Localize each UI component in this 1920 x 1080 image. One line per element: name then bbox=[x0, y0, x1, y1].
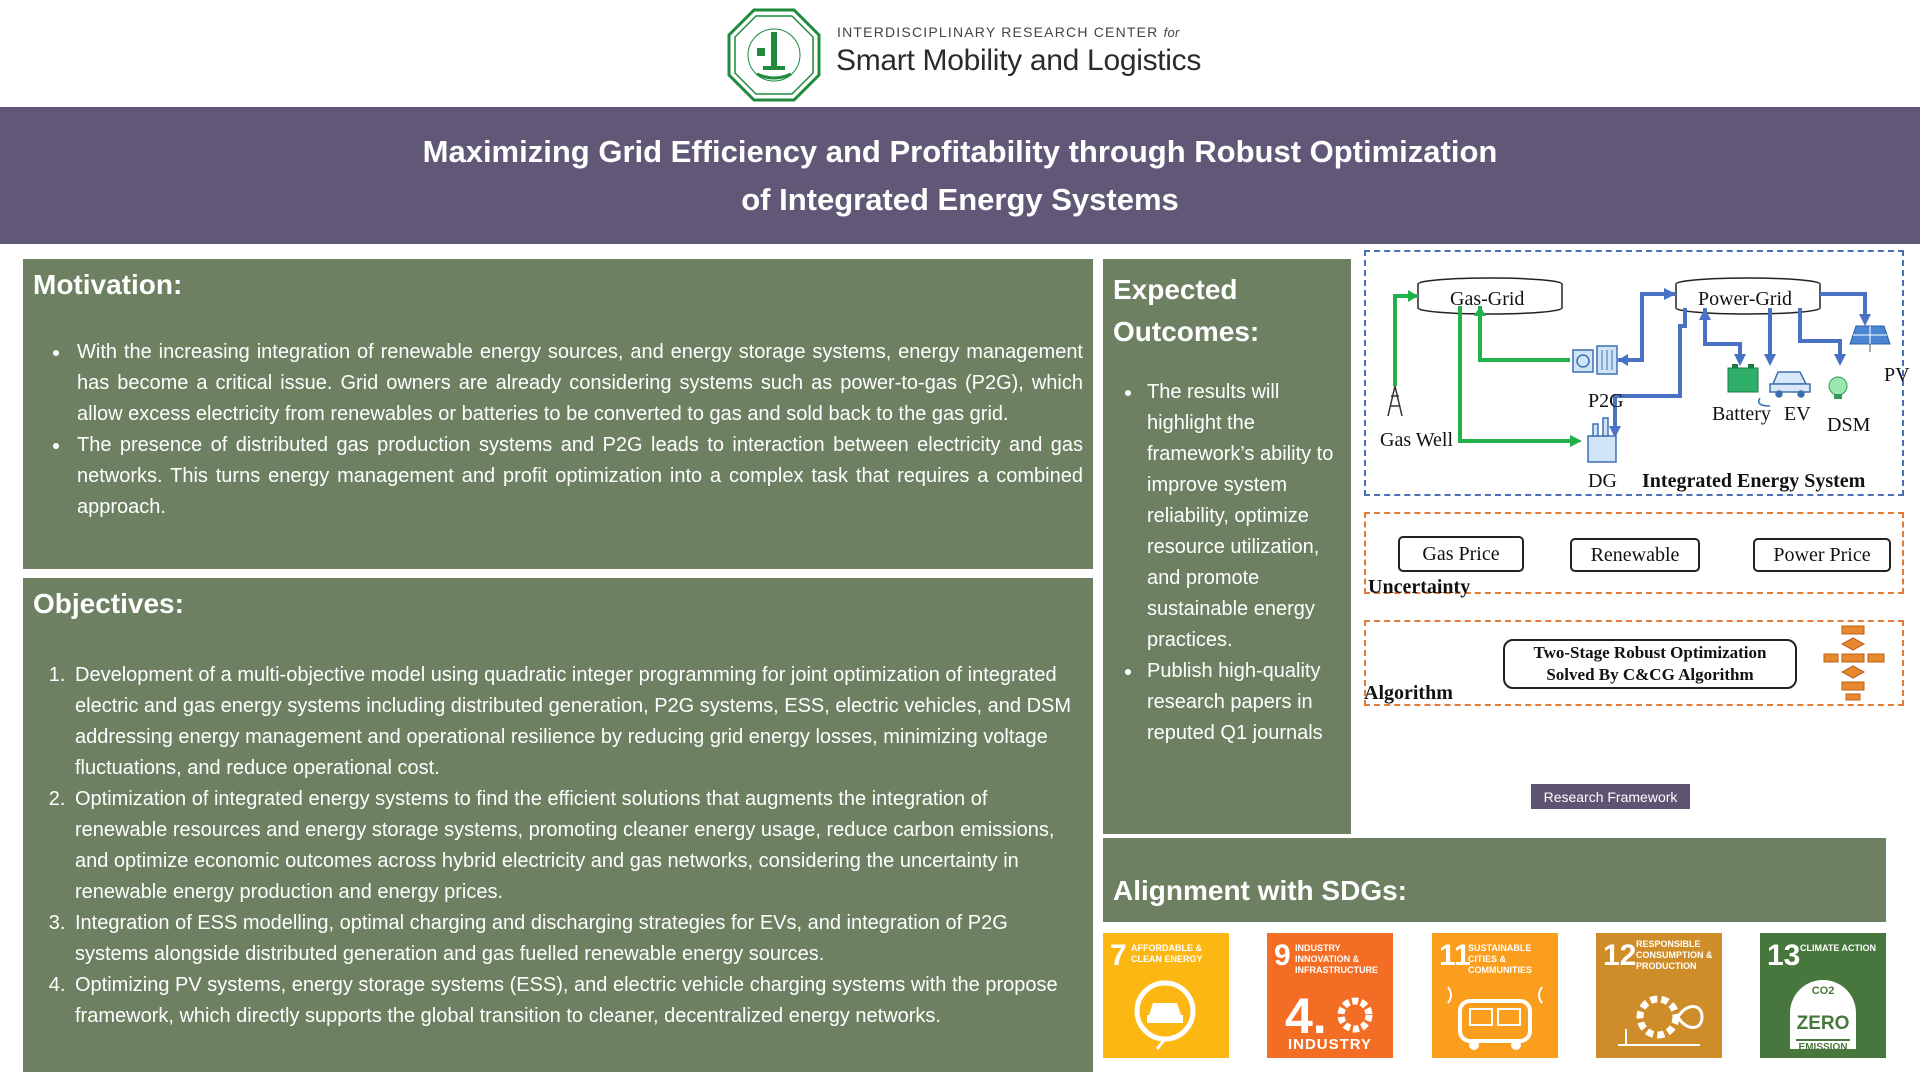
emission-label: EMISSION bbox=[1798, 1042, 1848, 1053]
sdg-tile-12: 12 RESPONSIBLE CONSUMPTION & PRODUCTION bbox=[1596, 933, 1722, 1058]
flowchart-icon bbox=[1823, 625, 1885, 701]
algorithm-box bbox=[1364, 620, 1904, 706]
ies-flows bbox=[1387, 277, 1891, 463]
research-framework-diagram: Gas-Grid Power-Grid Gas Well P2G DG Batt… bbox=[1360, 246, 1910, 806]
pv-panel-icon bbox=[1849, 325, 1891, 352]
co2-label: CO2 bbox=[1811, 985, 1835, 997]
uncertainty-box bbox=[1364, 512, 1904, 594]
gas-well-label: Gas Well bbox=[1380, 429, 1454, 451]
pv-label: PV bbox=[1884, 364, 1910, 386]
ev-label: EV bbox=[1784, 403, 1811, 425]
sdg-tile-9: 9 INDUSTRY INNOVATION & INFRASTRUCTURE 4… bbox=[1267, 933, 1393, 1058]
list-item: The presence of distributed gas producti… bbox=[71, 430, 1083, 523]
industry-4-icon: 4. bbox=[1285, 988, 1373, 1044]
list-item: Integration of ESS modelling, optimal ch… bbox=[71, 908, 1083, 970]
objectives-list: Development of a multi-objective model u… bbox=[71, 660, 1083, 1032]
motivation-list: With the increasing integration of renew… bbox=[71, 337, 1083, 523]
battery-icon bbox=[1727, 364, 1759, 393]
list-item: Publish high-quality research papers in … bbox=[1143, 656, 1341, 749]
sdg-tile-11: 11 SUSTAINABLE CITIES & COMMUNITIES bbox=[1432, 933, 1558, 1058]
industry-label: INDUSTRY bbox=[1287, 1036, 1373, 1053]
dsm-bulb-icon bbox=[1828, 376, 1848, 399]
list-item: Development of a multi-objective model u… bbox=[71, 660, 1083, 784]
sdg-heading: Alignment with SDGs: bbox=[1113, 875, 1407, 906]
header: INTERDISCIPLINARY RESEARCH CENTER for Sm… bbox=[0, 0, 1920, 106]
motivation-heading: Motivation: bbox=[33, 269, 183, 300]
uncertainty-label: Uncertainty bbox=[1368, 576, 1471, 598]
circular-economy-icon bbox=[1618, 995, 1704, 1046]
list-item: Optimization of integrated energy system… bbox=[71, 784, 1083, 908]
title-banner: Maximizing Grid Efficiency and Profitabi… bbox=[0, 107, 1920, 244]
motivation-panel: Motivation: With the increasing integrat… bbox=[23, 259, 1093, 569]
list-item: Optimizing PV systems, energy storage sy… bbox=[71, 970, 1083, 1032]
page-title-line2: of Integrated Energy Systems bbox=[741, 181, 1179, 217]
gas-well-icon bbox=[1387, 385, 1403, 417]
ies-box bbox=[1364, 250, 1904, 496]
page-title-line1: Maximizing Grid Efficiency and Profitabi… bbox=[422, 133, 1498, 169]
outcomes-list: The results will highlight the framework… bbox=[1143, 377, 1341, 749]
battery-label: Battery bbox=[1712, 403, 1771, 425]
ev-charging-icon bbox=[1134, 980, 1196, 1050]
autonomous-bus-icon bbox=[1447, 986, 1543, 1050]
ies-title: Integrated Energy System bbox=[1642, 470, 1866, 492]
zero-label: ZERO bbox=[1796, 1013, 1850, 1034]
dg-icon bbox=[1587, 417, 1617, 463]
renewable-pill: Renewable bbox=[1570, 538, 1700, 572]
power-price-pill: Power Price bbox=[1753, 538, 1891, 572]
zero-emission-icon bbox=[1790, 980, 1856, 1049]
sdg-panel: Alignment with SDGs: bbox=[1103, 838, 1886, 922]
ev-icon bbox=[1758, 371, 1811, 407]
list-item: With the increasing integration of renew… bbox=[71, 337, 1083, 430]
p2g-icon bbox=[1572, 345, 1618, 375]
center-subtitle: INTERDISCIPLINARY RESEARCH CENTER for bbox=[837, 24, 1180, 40]
dsm-label: DSM bbox=[1827, 414, 1871, 436]
sdg-tile-13: 13 CLIMATE ACTION CO2 ZERO EMISSION bbox=[1760, 933, 1886, 1058]
research-framework-caption: Research Framework bbox=[1531, 784, 1690, 809]
power-grid-label: Power-Grid bbox=[1698, 288, 1793, 310]
gas-price-pill: Gas Price bbox=[1398, 536, 1524, 572]
gas-grid-label: Gas-Grid bbox=[1450, 288, 1525, 310]
p2g-label: P2G bbox=[1588, 390, 1624, 412]
objectives-heading: Objectives: bbox=[33, 588, 184, 619]
kfupm-seal-icon bbox=[727, 8, 821, 102]
dg-label: DG bbox=[1588, 470, 1617, 492]
svg-text:4.: 4. bbox=[1285, 988, 1327, 1044]
algorithm-label: Algorithm bbox=[1364, 682, 1453, 704]
list-item: The results will highlight the framework… bbox=[1143, 377, 1341, 656]
center-name: Smart Mobility and Logistics bbox=[836, 44, 1202, 77]
sdg-tile-7: 7 AFFORDABLE & CLEAN ENERGY bbox=[1103, 933, 1229, 1058]
objectives-panel: Objectives: Development of a multi-objec… bbox=[23, 578, 1093, 1072]
